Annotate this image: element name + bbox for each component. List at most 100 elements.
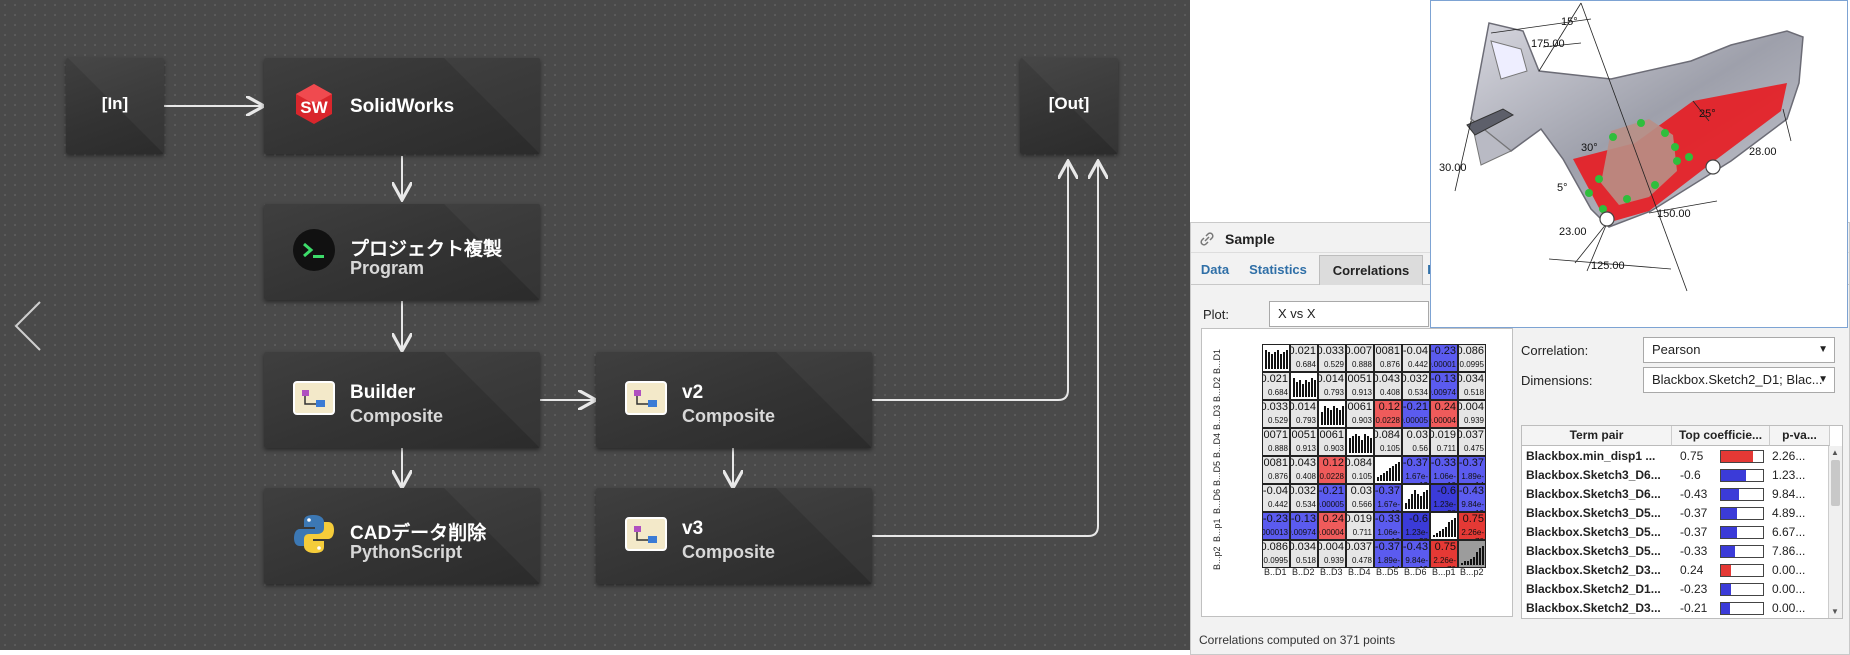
matrix-cell[interactable]: 0.240.00004: [1430, 400, 1458, 428]
matrix-cell[interactable]: -0.130.00974: [1430, 372, 1458, 400]
matrix-cell[interactable]: -0.371.89e-14: [1458, 456, 1486, 484]
matrix-cell[interactable]: -0.439.84e-19: [1402, 540, 1430, 568]
matrix-cell[interactable]: 0.752.26e-70: [1458, 512, 1486, 540]
matrix-cell[interactable]: [1346, 428, 1374, 456]
cad-delete-node[interactable]: CADデータ削除 PythonScript: [264, 488, 540, 584]
tab-correlations[interactable]: Correlations: [1319, 255, 1423, 285]
cell-p-value: 0.442: [1407, 360, 1428, 369]
matrix-cell[interactable]: [1262, 344, 1290, 372]
workflow-canvas[interactable]: [In] SW SolidWorks プロジェクト複製 Program: [0, 0, 1190, 650]
col-header-term-pair[interactable]: Term pair: [1522, 426, 1672, 446]
matrix-cell[interactable]: -0.439.84e-19: [1458, 484, 1486, 512]
matrix-cell[interactable]: -0.230.00001: [1430, 344, 1458, 372]
col-header-top-coefficient[interactable]: Top coefficie...: [1672, 426, 1770, 446]
builder-node[interactable]: Builder Composite: [264, 352, 540, 448]
matrix-cell[interactable]: -0.61.23e-38: [1430, 484, 1458, 512]
nav-back-chevron-icon[interactable]: [12, 300, 44, 352]
cell-p-value: 0.00005: [1403, 416, 1428, 425]
matrix-cell[interactable]: 0.752.26e-70: [1430, 540, 1458, 568]
histogram-bars: [1349, 433, 1372, 453]
matrix-cell[interactable]: [1458, 540, 1486, 568]
workflow-output-node[interactable]: [Out]: [1020, 58, 1118, 154]
table-scrollbar[interactable]: ▲ ▼: [1828, 446, 1842, 618]
matrix-cell[interactable]: -0.371.67e-13: [1374, 484, 1402, 512]
tab-data[interactable]: Data: [1200, 262, 1230, 277]
program-node[interactable]: プロジェクト複製 Program: [264, 204, 540, 300]
plot-select[interactable]: X vs X: [1269, 301, 1429, 327]
col-header-p-value[interactable]: p-va...: [1770, 426, 1830, 446]
correlation-select[interactable]: Pearson ▼: [1643, 337, 1835, 363]
matrix-cell[interactable]: -0.331.06e-10: [1430, 456, 1458, 484]
matrix-cell[interactable]: [1374, 456, 1402, 484]
term-pair-table[interactable]: Term pair Top coefficie... p-va... Black…: [1521, 425, 1843, 619]
matrix-cell[interactable]: -0.371.67e-13: [1402, 456, 1430, 484]
matrix-cell[interactable]: [1318, 400, 1346, 428]
cad-sketch-view[interactable]: 15° 175.00 25° 28.00 30.00 5° 23.00 150.…: [1430, 0, 1848, 328]
correlation-matrix[interactable]: 0.0210.684-0.0330.5290.0070.8880.00810.8…: [1201, 328, 1513, 617]
matrix-cell[interactable]: -0.371.89e-14: [1374, 540, 1402, 568]
dim-label: 15°: [1561, 16, 1578, 28]
workflow-input-node[interactable]: [In]: [66, 58, 164, 154]
matrix-cell[interactable]: [1402, 484, 1430, 512]
matrix-cell[interactable]: -0.230.000013: [1262, 512, 1290, 540]
matrix-cell[interactable]: -0.61.23e-38: [1402, 512, 1430, 540]
dimensions-select[interactable]: Blackbox.Sketch2_D1; Blac... ▼: [1643, 367, 1835, 393]
solidworks-node[interactable]: SW SolidWorks: [264, 58, 540, 154]
matrix-cell[interactable]: -0.331.06e-10: [1374, 512, 1402, 540]
tab-statistics[interactable]: Statistics: [1249, 262, 1307, 277]
v3-node[interactable]: v3 Composite: [596, 488, 872, 584]
matrix-cell[interactable]: 0.240.00004: [1318, 512, 1346, 540]
v2-node[interactable]: v2 Composite: [596, 352, 872, 448]
matrix-cell[interactable]: [1290, 372, 1318, 400]
matrix-cell[interactable]: -0.130.00974: [1290, 512, 1318, 540]
matrix-cell[interactable]: [1430, 512, 1458, 540]
matrix-cell[interactable]: -0.210.00005: [1318, 484, 1346, 512]
matrix-cell[interactable]: -0.210.00005: [1402, 400, 1430, 428]
